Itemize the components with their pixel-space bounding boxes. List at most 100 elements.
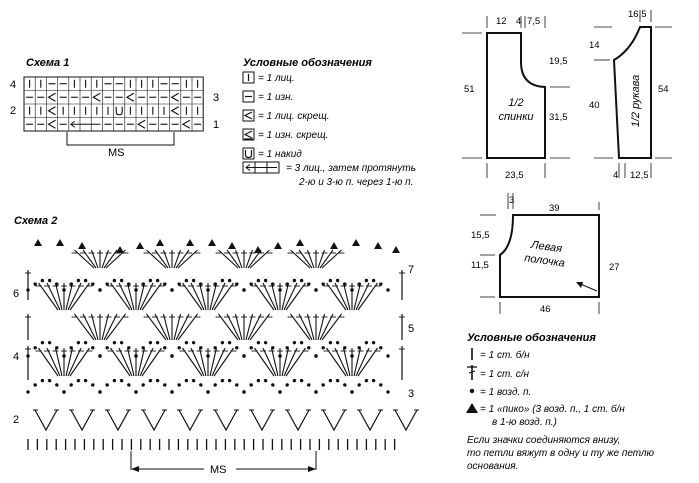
- chain-stitch-icon: [163, 383, 167, 387]
- back-label: спинки: [498, 111, 533, 123]
- chain-stitch-icon: [321, 383, 325, 387]
- chain-stitch-icon: [112, 340, 117, 345]
- chain-stitch-icon: [357, 383, 361, 387]
- picot-icon: [466, 403, 478, 413]
- double-crochet-icon: [270, 282, 279, 311]
- double-crochet-icon: [106, 409, 130, 432]
- double-crochet-icon: [46, 347, 61, 377]
- double-crochet-icon: [211, 347, 226, 377]
- chain-stitch-icon: [386, 390, 390, 394]
- double-crochet-icon: [105, 313, 126, 341]
- chain-stitch-icon: [184, 340, 189, 345]
- chain-stitch-icon: [386, 288, 390, 292]
- scheme2-row-label: 3: [408, 388, 414, 400]
- chain-stitch-icon: [55, 383, 59, 387]
- picot-icon: [34, 239, 42, 246]
- knit-crossed-icon: [47, 92, 56, 102]
- double-crochet-icon: [173, 313, 182, 341]
- scheme2-repeat-bracket: [130, 451, 317, 472]
- legend-item-text: = 1 изн.: [258, 92, 293, 103]
- double-crochet-icon: [326, 347, 347, 377]
- double-crochet-icon: [46, 282, 61, 311]
- chain-stitch-icon: [184, 278, 189, 283]
- double-crochet-icon: [139, 347, 154, 377]
- double-crochet-icon: [262, 347, 277, 377]
- scheme2-row-label: 7: [408, 264, 414, 276]
- double-crochet-icon: [286, 409, 310, 432]
- chain-stitch-icon: [256, 378, 261, 383]
- sleeve-dim-top: 16,5: [628, 9, 647, 20]
- chain-stitch-icon: [127, 383, 131, 387]
- double-crochet-icon: [101, 313, 110, 341]
- scheme2-section: Схема 2 7 6 5 4 3 2 MS: [13, 215, 419, 476]
- double-crochet-icon: [141, 347, 162, 377]
- chain-stitch-icon: [364, 378, 369, 383]
- chain-stitch-icon: [98, 288, 102, 292]
- double-crochet-icon: [103, 313, 118, 341]
- double-crochet-icon: [298, 313, 313, 341]
- chain-stitch-icon: [227, 278, 232, 283]
- chain-stitch-icon: [321, 282, 325, 286]
- chain-stitch-icon: [141, 383, 145, 387]
- knit-crossed-icon: [47, 106, 56, 116]
- double-crochet-icon: [69, 347, 90, 377]
- chain-stitch-icon: [40, 340, 45, 345]
- chain-stitch-icon: [26, 390, 30, 394]
- double-crochet-icon: [137, 282, 146, 311]
- chain-stitch-icon: [170, 390, 174, 394]
- back-label: 1/2: [508, 97, 523, 109]
- chain-stitch-icon: [33, 383, 37, 387]
- chain-stitch-icon: [256, 278, 261, 283]
- chain-stitch-icon: [119, 278, 124, 283]
- chain-stitch-icon: [249, 282, 253, 286]
- front-dim-bottom: 46: [540, 304, 551, 315]
- double-crochet-icon: [38, 347, 59, 377]
- legend-item-text: = 1 ст. б/н: [480, 349, 530, 361]
- chain-stitch-icon: [242, 354, 246, 358]
- chain-stitch-icon: [83, 378, 88, 383]
- picot-icon: [274, 242, 282, 249]
- double-crochet-icon: [213, 347, 234, 377]
- double-crochet-icon: [126, 347, 135, 377]
- legend-item-text: = 1 «пико» (3 возд. п., 1 ст. б/н: [480, 403, 625, 415]
- sleeve-dim-left-top: 14: [589, 40, 600, 51]
- double-crochet-icon: [357, 347, 378, 377]
- chain-stitch-icon: [155, 378, 160, 383]
- chain-stitch-icon: [271, 383, 275, 387]
- chain-stitch-icon: [47, 340, 52, 345]
- chain-stitch-icon: [148, 340, 153, 345]
- chain-stitch-icon: [469, 388, 475, 394]
- chain-stitch-icon: [242, 390, 246, 394]
- legend-item-text: = 1 лиц. скрещ.: [258, 111, 330, 122]
- legend-item-text: = 1 изн. скрещ.: [258, 130, 328, 141]
- double-crochet-icon: [74, 249, 95, 269]
- chain-stitch-icon: [314, 390, 318, 394]
- knit-crossed-icon: [92, 92, 101, 102]
- sleeve-dim-left-mid: 40: [589, 100, 600, 111]
- chain-stitch-icon: [170, 354, 174, 358]
- chain-stitch-icon: [371, 378, 376, 383]
- chain-stitch-icon: [328, 340, 333, 345]
- chain-stitch-icon: [76, 378, 81, 383]
- back-dim-mid: 4: [516, 16, 521, 27]
- scheme1-section: Схема 1 4 3 2 1 MS: [10, 57, 219, 159]
- double-crochet-icon: [178, 409, 202, 432]
- chain-stitch-icon: [170, 288, 174, 292]
- back-dim-left-height: 51: [464, 84, 475, 95]
- double-crochet-icon: [249, 249, 270, 269]
- chain-stitch-icon: [177, 346, 181, 350]
- double-crochet-icon: [254, 347, 275, 377]
- chain-stitch-icon: [163, 282, 167, 286]
- double-crochet-icon: [281, 347, 290, 377]
- double-crochet-icon: [198, 347, 207, 377]
- chain-stitch-icon: [371, 278, 376, 283]
- double-crochet-icon: [213, 282, 234, 311]
- double-crochet-icon: [209, 347, 218, 377]
- double-crochet-icon: [175, 313, 190, 341]
- scheme1-repeat-label: MS: [108, 147, 125, 159]
- front-dim-top: 39: [549, 203, 560, 214]
- double-crochet-icon: [326, 282, 347, 311]
- double-crochet-icon: [74, 313, 95, 341]
- legend-item-text: = 1 накид: [258, 149, 302, 160]
- chain-stitch-icon: [364, 278, 369, 283]
